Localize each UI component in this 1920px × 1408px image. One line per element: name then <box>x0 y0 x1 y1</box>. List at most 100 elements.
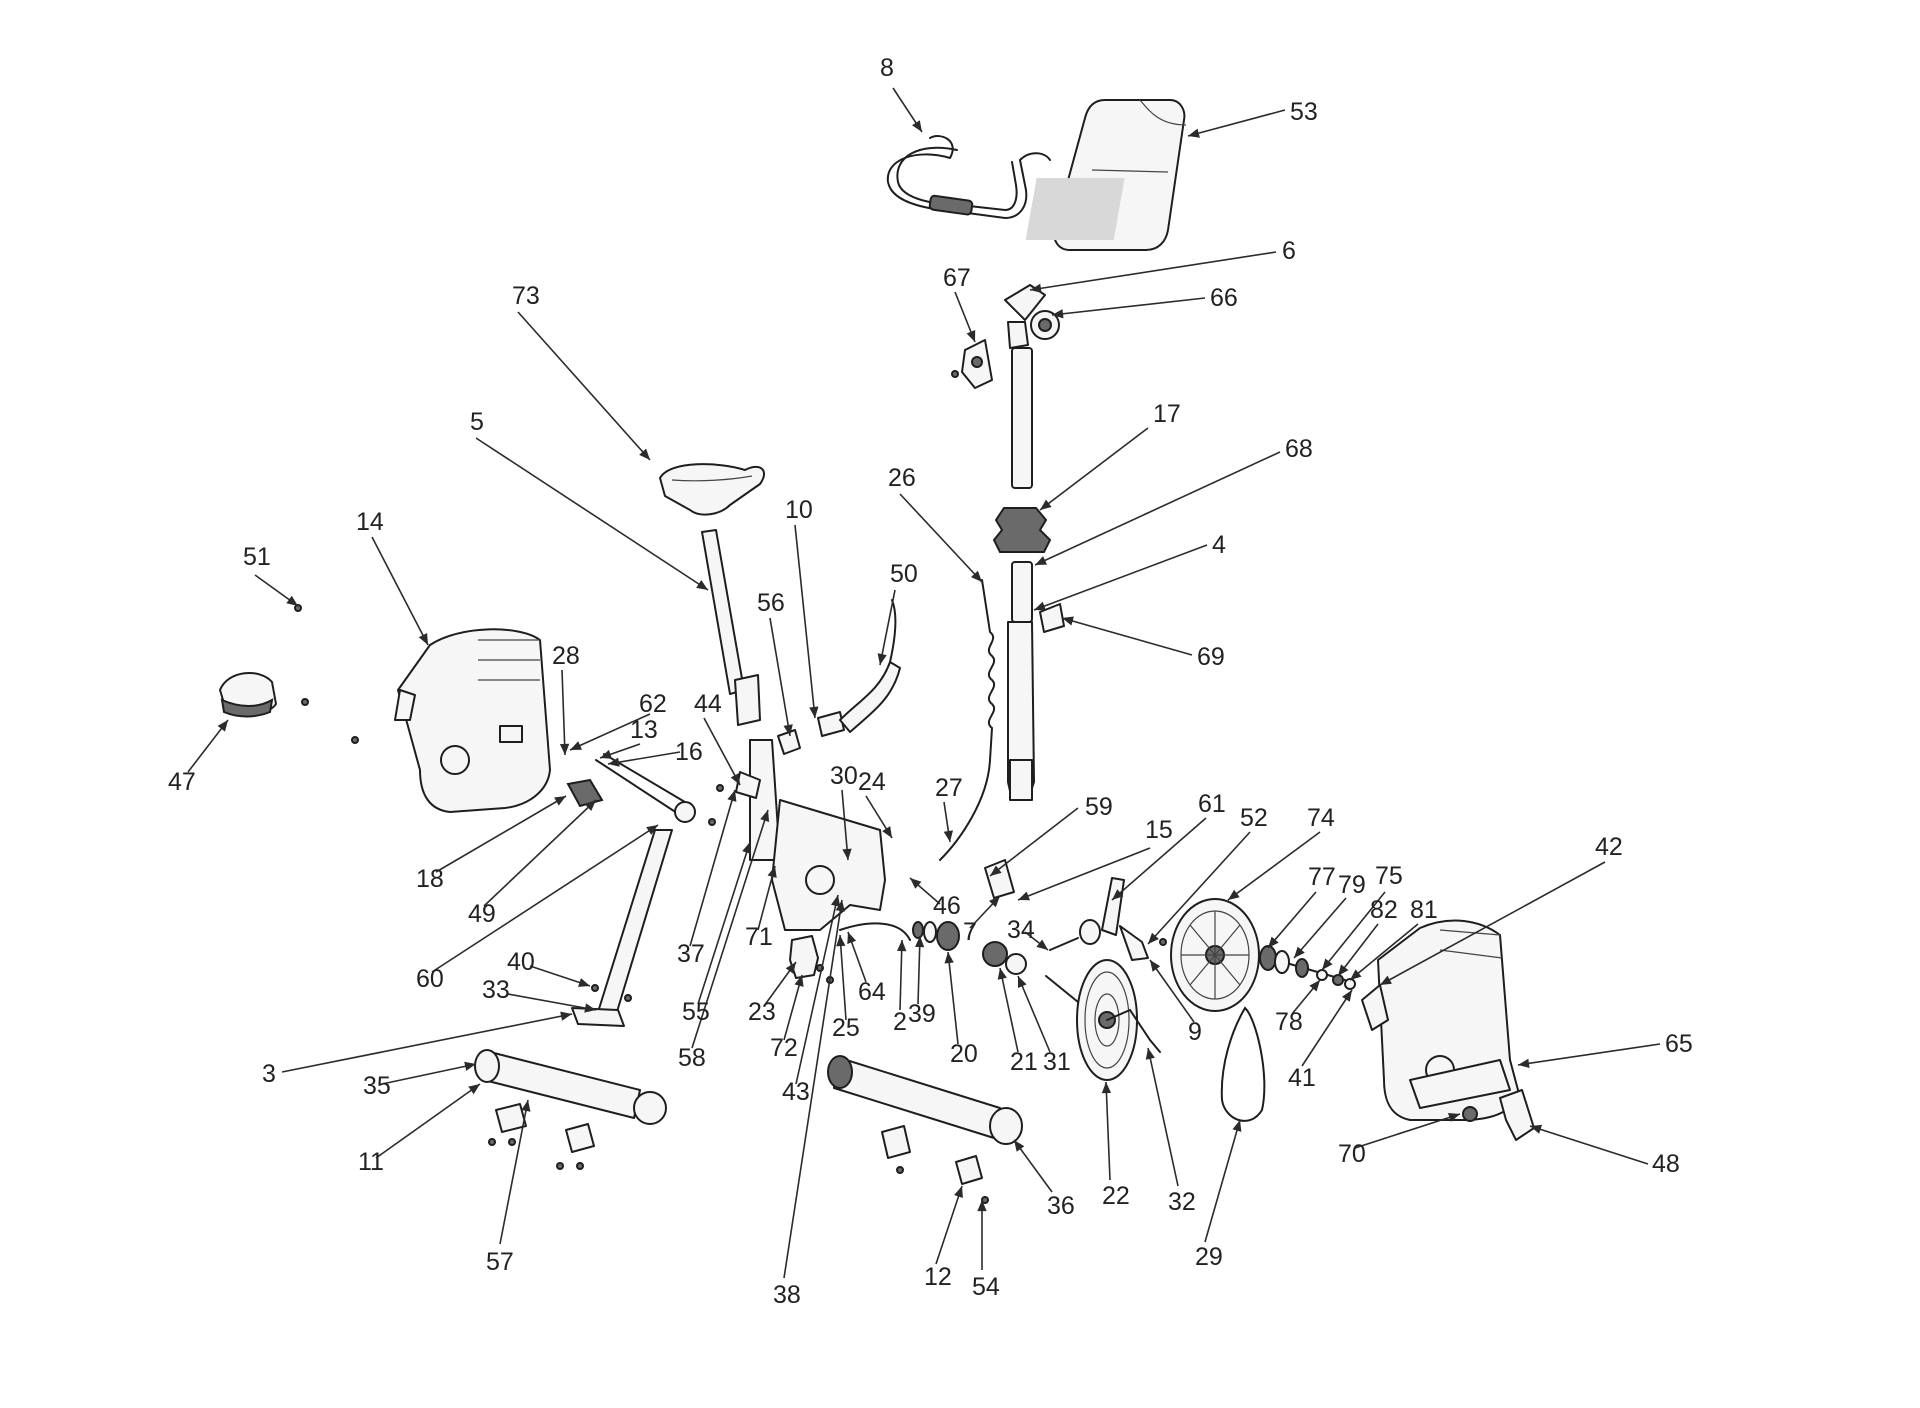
leader-line-21 <box>999 967 1019 1053</box>
flywheel <box>1170 898 1260 1012</box>
leader-arrowhead-33 <box>584 1003 596 1013</box>
leader-arrowhead-48 <box>1530 1124 1542 1134</box>
knob <box>1039 603 1065 633</box>
leader-line-50 <box>879 589 896 666</box>
callout-42: 42 <box>1595 833 1623 861</box>
leader-arrowhead-57 <box>521 1100 531 1112</box>
left-shroud <box>394 628 551 813</box>
leader-line-44 <box>703 717 741 786</box>
leader-line-72 <box>783 974 803 1041</box>
callout-70: 70 <box>1338 1140 1366 1168</box>
leader-line-18 <box>435 795 567 873</box>
leader-line-10 <box>794 524 816 719</box>
callout-69: 69 <box>1197 643 1225 671</box>
leader-arrowhead-56 <box>783 724 793 736</box>
leader-arrowhead-55 <box>742 842 752 854</box>
leader-line-25 <box>839 934 847 1021</box>
leader-line-37 <box>689 789 736 947</box>
leader-arrowhead-82 <box>1338 964 1349 976</box>
leader-arrowhead-59 <box>990 865 1002 876</box>
leader-lines <box>187 87 1661 1279</box>
leader-arrowhead-46 <box>910 878 922 889</box>
callout-79: 79 <box>1338 871 1366 899</box>
callout-47: 47 <box>168 768 196 796</box>
leader-arrowhead-79 <box>1294 946 1305 958</box>
bellows <box>992 507 1052 553</box>
leader-arrowhead-70 <box>1448 1113 1460 1122</box>
leader-arrowhead-16 <box>608 757 620 767</box>
leader-line-79 <box>1293 897 1347 959</box>
leader-arrowhead-64 <box>847 932 857 944</box>
callout-82: 82 <box>1370 896 1398 924</box>
sensor-bracket <box>817 711 845 737</box>
callout-6: 6 <box>1282 237 1296 265</box>
callout-2: 2 <box>893 1008 907 1036</box>
idler-bracket <box>1119 925 1149 961</box>
callout-17: 17 <box>1153 400 1181 428</box>
leader-arrowhead-37 <box>727 790 737 802</box>
leader-line-29 <box>1204 1119 1241 1243</box>
leader-line-12 <box>935 1185 963 1265</box>
bushing-21 <box>982 941 1008 967</box>
callout-21: 21 <box>1010 1048 1038 1076</box>
callout-48: 48 <box>1652 1150 1680 1178</box>
leader-arrowhead-67 <box>966 330 976 342</box>
leader-line-52 <box>1147 831 1251 945</box>
leader-arrowhead-22 <box>1101 1082 1112 1094</box>
leader-arrowhead-14 <box>418 633 428 645</box>
callout-27: 27 <box>935 774 963 802</box>
leader-arrowhead-2 <box>897 940 907 952</box>
leader-line-2 <box>899 939 903 1011</box>
axle-parts <box>839 921 960 951</box>
leader-arrowhead-50 <box>877 653 887 665</box>
callout-24: 24 <box>858 768 886 796</box>
callout-34: 34 <box>1007 916 1035 944</box>
callout-81: 81 <box>1410 896 1438 924</box>
leader-line-31 <box>1017 975 1051 1053</box>
callout-32: 32 <box>1168 1188 1196 1216</box>
leader-arrowhead-38 <box>835 900 845 912</box>
leader-arrowhead-30 <box>842 848 852 860</box>
base-plate <box>571 1007 625 1027</box>
leader-arrowhead-26 <box>971 570 982 582</box>
rear-stabilizer <box>474 1049 667 1153</box>
leader-arrowhead-27 <box>943 830 953 842</box>
main-frame <box>734 674 886 931</box>
callout-15: 15 <box>1145 816 1173 844</box>
callout-78: 78 <box>1275 1008 1303 1036</box>
callout-43: 43 <box>782 1078 810 1106</box>
callout-29: 29 <box>1195 1243 1223 1271</box>
leader-line-60 <box>431 824 659 973</box>
callout-7: 7 <box>963 918 977 946</box>
leader-arrowhead-6 <box>1030 283 1042 293</box>
leader-arrowhead-61 <box>1112 889 1124 900</box>
leader-arrowhead-4 <box>1034 601 1046 611</box>
leader-arrowhead-72 <box>794 975 804 987</box>
leader-line-14 <box>371 536 429 646</box>
callout-46: 46 <box>933 892 961 920</box>
leader-line-48 <box>1529 1125 1649 1165</box>
callout-22: 22 <box>1102 1182 1130 1210</box>
magnet-arc <box>839 661 901 733</box>
callout-75: 75 <box>1375 862 1403 890</box>
sleeve <box>1011 561 1033 623</box>
callout-72: 72 <box>770 1034 798 1062</box>
callout-49: 49 <box>468 900 496 928</box>
callout-44: 44 <box>694 690 722 718</box>
leader-line-56 <box>769 617 791 737</box>
leader-arrowhead-5 <box>696 580 708 590</box>
callout-36: 36 <box>1047 1192 1075 1220</box>
leader-arrowhead-39 <box>915 936 925 948</box>
front-stabilizer <box>827 1055 1023 1185</box>
coil-cable <box>939 579 995 861</box>
callout-66: 66 <box>1210 284 1238 312</box>
leader-line-43 <box>795 894 839 1085</box>
leader-arrowhead-21 <box>997 968 1007 980</box>
leader-arrowhead-43 <box>831 895 841 907</box>
leader-arrowhead-17 <box>1040 499 1052 510</box>
callout-3: 3 <box>262 1060 276 1088</box>
callout-54: 54 <box>972 1273 1000 1301</box>
leader-line-49 <box>483 799 597 907</box>
leader-arrowhead-77 <box>1268 936 1279 948</box>
leader-arrowhead-7 <box>989 896 1000 908</box>
